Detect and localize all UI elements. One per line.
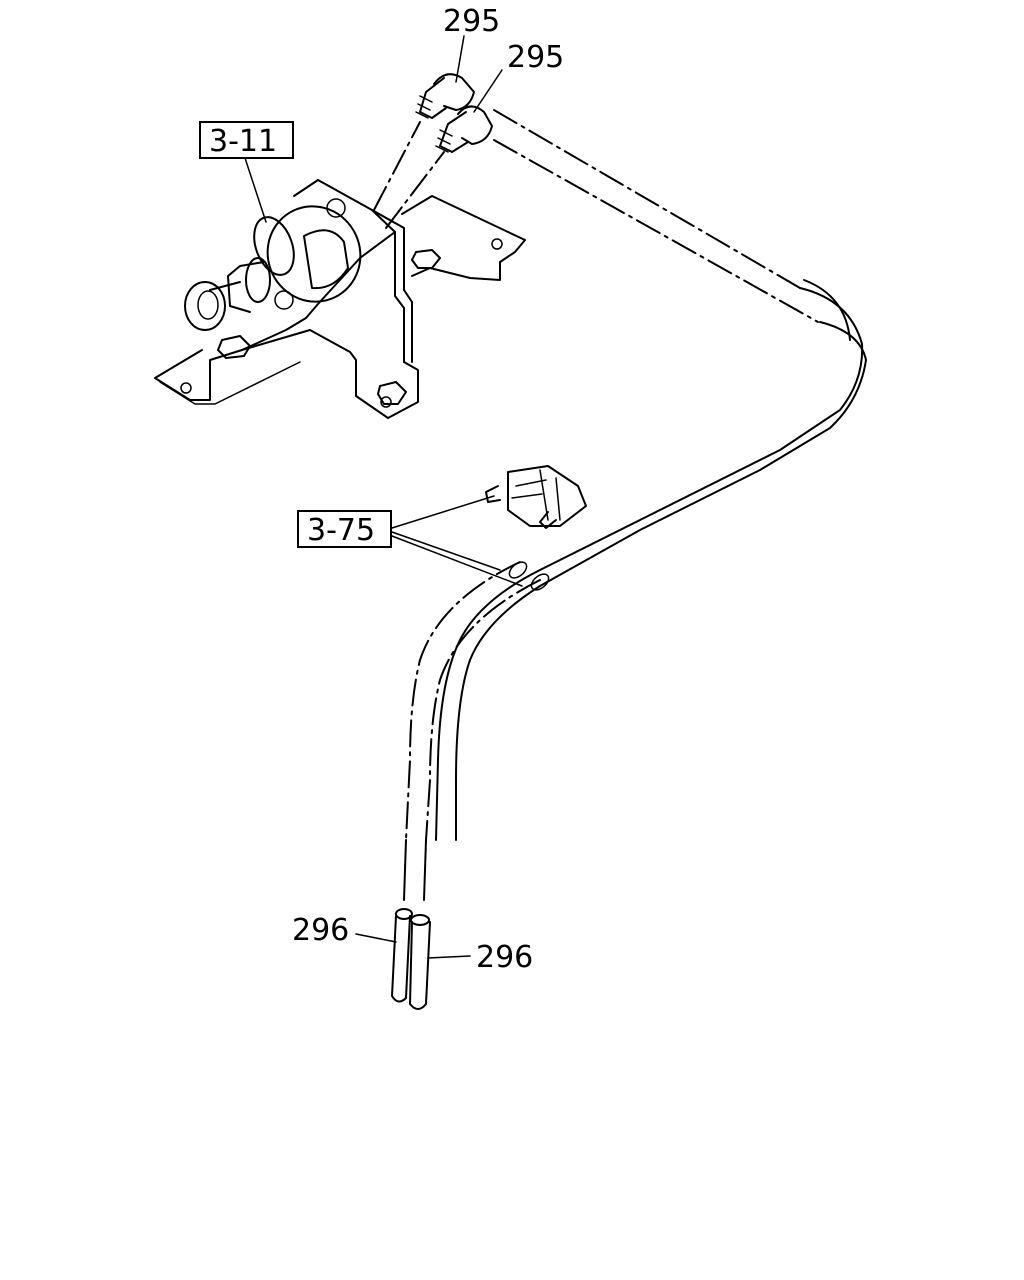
leader-lines xyxy=(244,35,523,959)
hose-runs xyxy=(373,109,867,901)
label-ref-3-11: 3-11 xyxy=(209,124,277,159)
label-part-296-a: 296 xyxy=(292,913,349,948)
ref-box-3-75 xyxy=(297,510,392,548)
valve-assembly xyxy=(184,205,362,331)
elbow-fitting-upper xyxy=(415,73,475,119)
label-ref-3-75: 3-75 xyxy=(307,513,375,548)
connector xyxy=(485,465,587,529)
hose-ends xyxy=(391,908,431,1010)
label-part-295-b: 295 xyxy=(507,40,564,75)
label-part-296-b: 296 xyxy=(476,940,533,975)
label-part-295-a: 295 xyxy=(443,4,500,39)
ref-box-3-11 xyxy=(199,121,294,159)
elbow-fitting-lower xyxy=(435,105,493,153)
mounting-bracket xyxy=(154,179,526,419)
